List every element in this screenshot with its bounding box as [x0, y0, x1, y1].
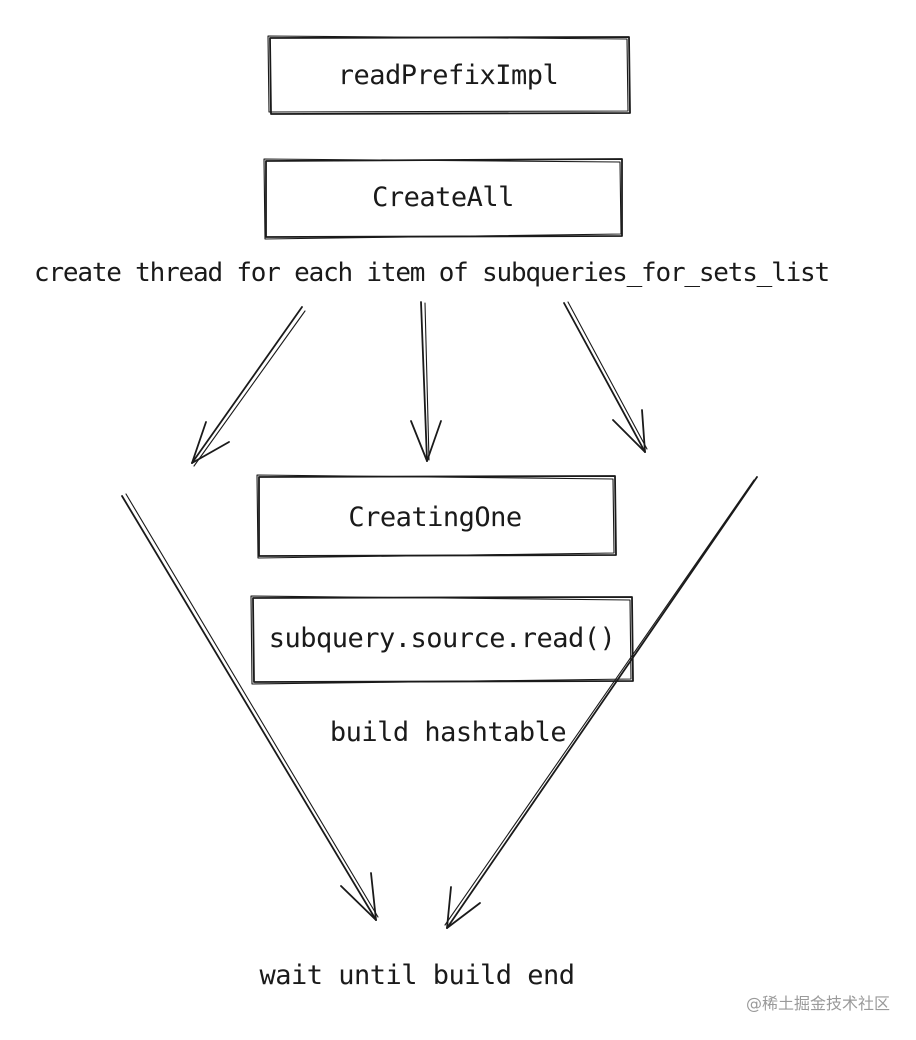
create-thread-label: create thread for each item of subquerie… — [34, 258, 830, 288]
creating-one-box — [256, 474, 617, 559]
creating-one-label: CreatingOne — [348, 502, 522, 533]
arrow-left-thread — [191, 306, 306, 467]
subquery-read-label: subquery.source.read() — [268, 623, 616, 654]
read-prefix-impl-box — [267, 35, 631, 115]
create-all-box — [263, 158, 623, 240]
subquery-read-box — [250, 595, 634, 685]
arrow-left-wait — [121, 493, 379, 921]
read-prefix-impl-label: readPrefixImpl — [337, 60, 559, 91]
arrow-center-thread — [410, 301, 442, 462]
wait-until-label: wait until build end — [259, 960, 575, 991]
watermark: @稀土掘金技术社区 — [745, 994, 890, 1013]
arrow-right-thread — [563, 301, 648, 453]
create-all-label: CreateAll — [372, 182, 514, 213]
build-hashtable-label: build hashtable — [329, 717, 567, 748]
arrow-right-wait — [444, 476, 758, 929]
